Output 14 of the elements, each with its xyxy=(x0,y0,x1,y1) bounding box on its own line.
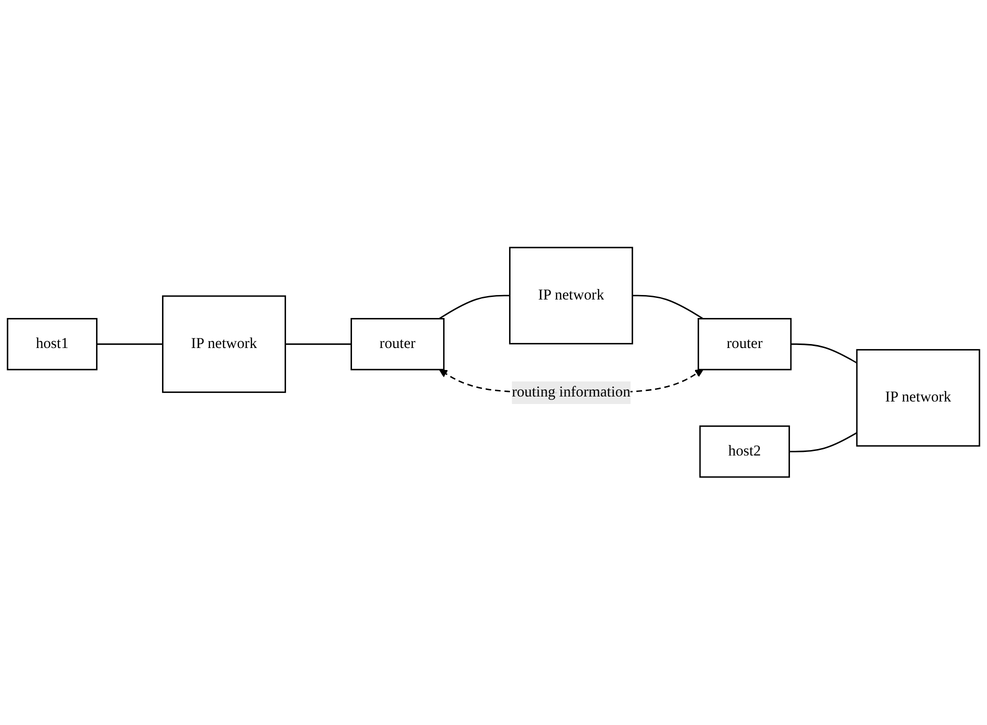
node-box: host1 xyxy=(6,318,98,371)
connector xyxy=(632,295,704,320)
node-box: IP network xyxy=(856,349,980,447)
node-box: router xyxy=(698,318,792,371)
node-box: host2 xyxy=(699,426,790,478)
connector xyxy=(789,432,858,452)
edge-label: routing information xyxy=(512,384,630,400)
connector xyxy=(96,344,163,346)
connector xyxy=(285,344,352,346)
connector xyxy=(790,344,858,364)
connector xyxy=(438,295,510,320)
node-box: IP network xyxy=(162,296,286,394)
node-box: router xyxy=(350,318,445,371)
node-box: IP network xyxy=(509,247,634,345)
